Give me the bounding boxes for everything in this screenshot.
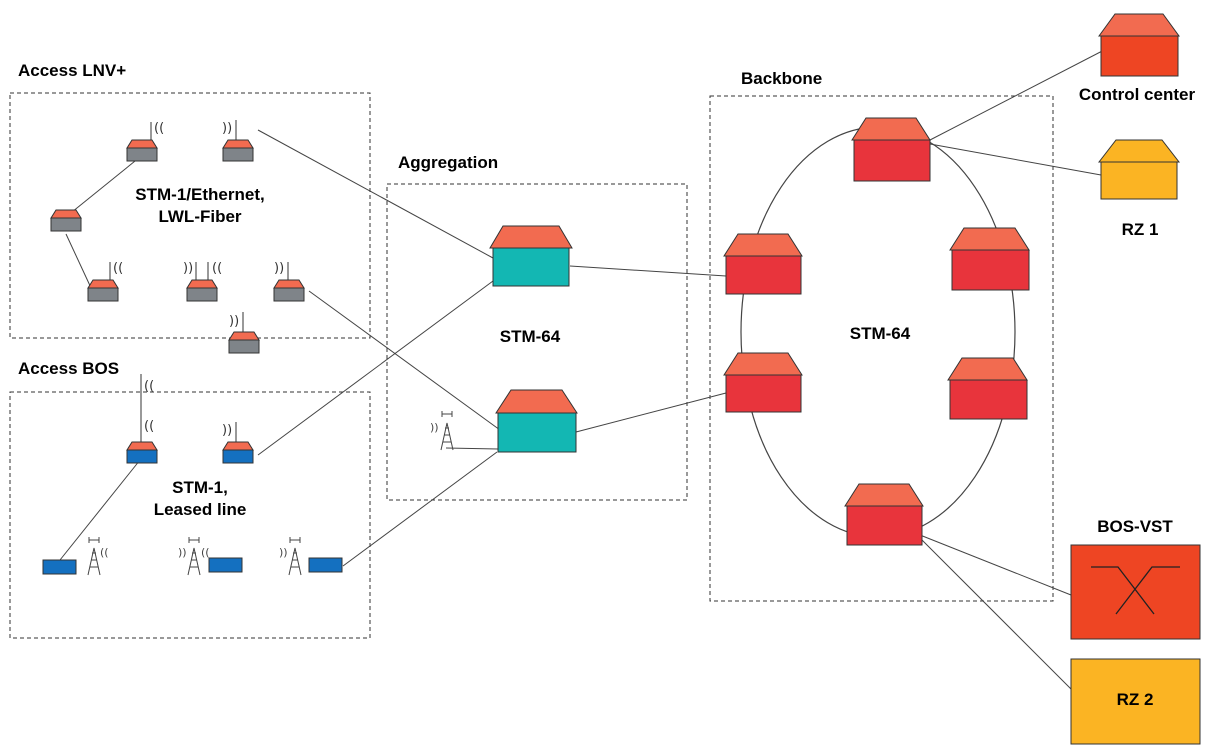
link-lnv-node2-node3 — [65, 233, 93, 291]
svg-text:)): )) — [183, 261, 193, 276]
bos-box-2 — [208, 557, 243, 573]
access-bos-region — [9, 391, 371, 639]
access-lnv-region — [9, 92, 371, 339]
link-bb-top-to-control-center — [929, 46, 1111, 141]
rz2-label: RZ 2 — [1116, 690, 1154, 709]
rz1-label: RZ 1 — [1121, 220, 1159, 239]
bos-vst-node — [1070, 544, 1201, 640]
aggregation-title: Aggregation — [398, 153, 499, 172]
lnv-node-3 — [50, 209, 82, 232]
svg-text:((: (( — [201, 546, 210, 559]
control-center-label: Control center — [1078, 85, 1196, 104]
rz2-node — [1070, 658, 1201, 745]
svg-text:)): )) — [178, 546, 187, 559]
backbone-node-right-top — [949, 227, 1030, 291]
svg-text:((: (( — [144, 419, 154, 434]
backbone-node-bottom — [844, 483, 924, 546]
link-bos-node-to-bos-box — [59, 459, 141, 561]
control-center-node — [1098, 13, 1180, 77]
backbone-region — [709, 95, 1054, 602]
link-agg2-to-bb-left-bottom — [575, 392, 727, 433]
lnv-node-6: )) — [273, 261, 305, 302]
link-tower-to-agg2 — [445, 447, 499, 450]
bos-node-1: (( (( — [126, 374, 158, 464]
bos-box-3 — [308, 557, 343, 573]
lnv-node-1: (( — [126, 121, 164, 162]
lnv-node-7: )) — [228, 312, 260, 354]
link-agg1-to-bb-left-top — [569, 265, 727, 277]
access-bos-tech-line2: Leased line — [153, 500, 247, 519]
bos-node-2: )) — [222, 422, 254, 464]
access-lnv-tech-line2: LWL-Fiber — [158, 207, 242, 226]
link-bb-bottom-to-rz2 — [921, 539, 1072, 690]
bos-box-1 — [42, 559, 77, 575]
link-bos-to-agg2 — [342, 451, 498, 567]
lnv-node-2: )) — [222, 120, 254, 162]
access-bos-title: Access BOS — [18, 359, 120, 378]
lnv-node-4: (( — [87, 261, 123, 302]
backbone-node-left-top — [723, 233, 803, 295]
radio-tower-2: )) (( — [178, 537, 210, 576]
svg-text:)): )) — [279, 546, 288, 559]
access-lnv-title: Access LNV+ — [18, 61, 127, 80]
svg-text:((: (( — [113, 261, 123, 276]
aggregation-node-1 — [489, 225, 573, 287]
aggregation-region — [386, 183, 688, 501]
svg-text:((: (( — [144, 379, 154, 394]
svg-text:)): )) — [222, 423, 232, 438]
link-bb-top-to-rz1 — [929, 143, 1102, 176]
backbone-node-right-bottom — [947, 357, 1028, 420]
link-lnv-a-to-agg1 — [257, 129, 494, 259]
link-bb-bottom-to-bos-vst — [919, 534, 1072, 596]
backbone-title: Backbone — [741, 69, 823, 88]
svg-text:((: (( — [154, 121, 164, 136]
link-bos-to-agg1 — [257, 280, 494, 456]
radio-tower-1: (( — [87, 537, 109, 576]
access-lnv-tech-line1: STM-1/Ethernet, — [135, 185, 265, 204]
aggregation-node-2 — [495, 389, 578, 453]
lnv-node-5: )) (( — [183, 261, 222, 302]
aggregation-tech: STM-64 — [499, 327, 561, 346]
access-bos-tech-line1: STM-1, — [172, 478, 228, 497]
backbone-tech: STM-64 — [849, 324, 911, 343]
svg-text:)): )) — [229, 314, 239, 329]
svg-text:)): )) — [274, 261, 284, 276]
radio-tower-3: )) — [279, 537, 302, 576]
svg-text:((: (( — [100, 546, 109, 559]
bos-vst-label: BOS-VST — [1097, 517, 1173, 536]
backbone-node-left-bottom — [723, 352, 803, 413]
link-lnv-node1-node2 — [71, 156, 141, 213]
link-lnv-to-agg2 — [308, 290, 501, 431]
rz1-node — [1097, 139, 1181, 200]
radio-tower-4: )) — [430, 411, 454, 451]
svg-text:((: (( — [212, 261, 222, 276]
svg-text:)): )) — [222, 121, 232, 136]
svg-text:)): )) — [430, 421, 439, 434]
backbone-node-top — [851, 117, 931, 182]
